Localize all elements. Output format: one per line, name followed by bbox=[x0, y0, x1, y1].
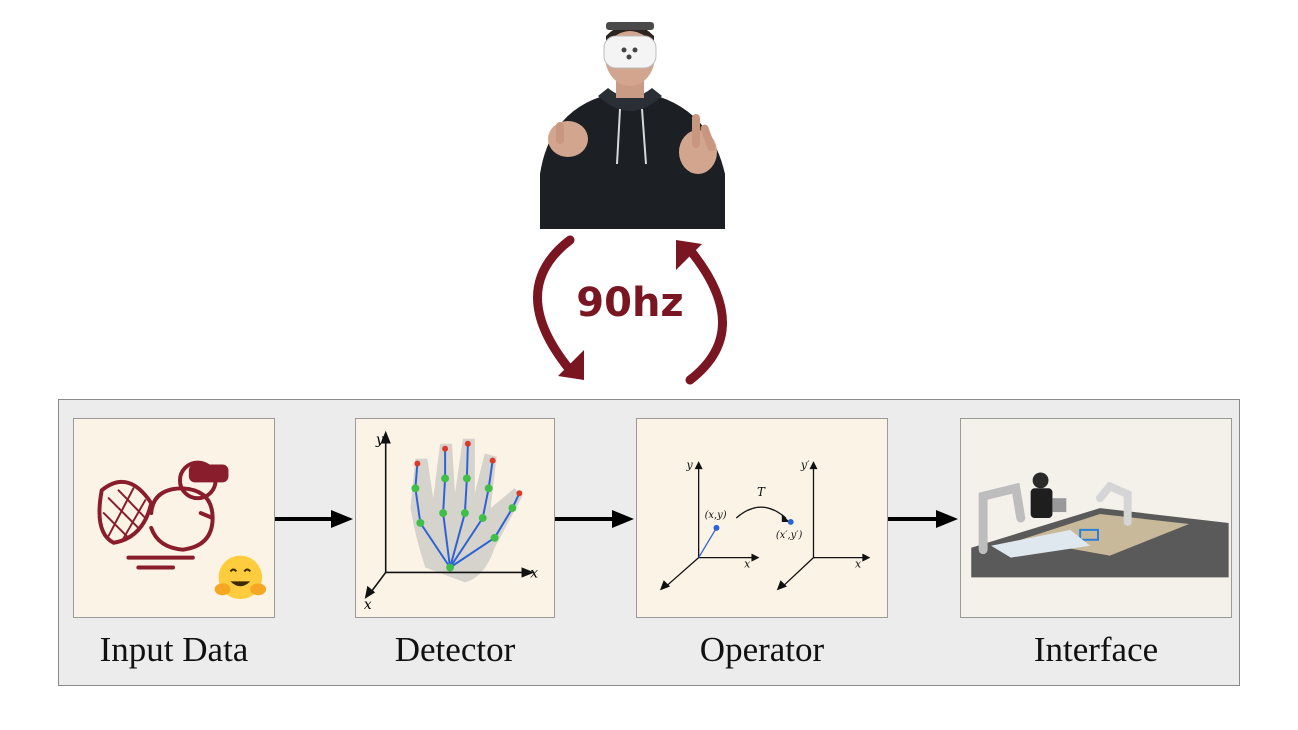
detector-y-axis-label: y bbox=[375, 432, 384, 448]
stage-label-interface: Interface bbox=[1033, 630, 1159, 669]
operator-right-y-axis-label: y′ bbox=[800, 459, 810, 472]
arrow-input-to-detector bbox=[275, 510, 353, 528]
operator-point-label: (x,y) bbox=[705, 510, 727, 521]
stage-label-operator: Operator bbox=[699, 630, 825, 669]
operator-left-x-axis-label: x bbox=[744, 558, 750, 571]
person-vr-headset-icon bbox=[540, 22, 725, 229]
operator-left-y-axis-label: y bbox=[686, 459, 694, 472]
detector-panel: y x x bbox=[355, 418, 555, 618]
frequency-label: 90hz bbox=[576, 280, 684, 326]
hugging-face-emoji-icon bbox=[214, 555, 267, 600]
detector-depth-axis-label: x bbox=[364, 597, 372, 613]
arrow-operator-to-interface bbox=[888, 510, 958, 528]
operator-panel: y x (x,y) T y′ x (x′,y′) bbox=[636, 418, 888, 618]
operator-mapped-point-label: (x′,y′) bbox=[776, 530, 803, 541]
interface-panel bbox=[960, 418, 1232, 618]
detector-x-axis-label: x bbox=[530, 565, 538, 581]
operator-transform-label: T bbox=[757, 485, 766, 499]
stage-label-detector: Detector bbox=[394, 630, 516, 669]
beaver-logo-icon bbox=[97, 460, 229, 570]
stage-label-input-data: Input Data bbox=[99, 630, 249, 669]
operator-right-x-axis-label: x bbox=[855, 558, 861, 571]
update-loop-arrows bbox=[533, 235, 727, 385]
input-data-panel bbox=[73, 418, 275, 618]
arrow-detector-to-operator bbox=[555, 510, 634, 528]
robot-arms-icon bbox=[961, 419, 1231, 617]
